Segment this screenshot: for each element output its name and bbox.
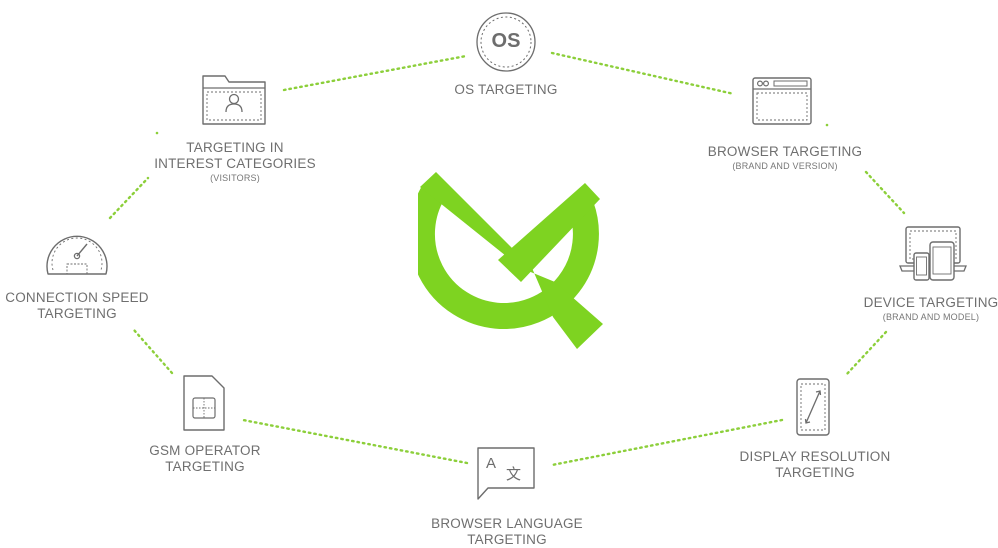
device-targeting-label: DEVICE TARGETING (BRAND AND MODEL) [863,295,998,322]
os-targeting-label: OS TARGETING [454,82,558,97]
gsm-operator-targeting-label: GSM OPERATOR TARGETING [149,443,261,474]
display-resolution-icon [795,378,831,443]
browser-window-icon [752,77,814,132]
sim-card-icon [182,374,226,437]
os-icon-text: OS [491,30,521,52]
green-q-check-logo [418,172,603,349]
translate-icon: A 文 [476,446,536,502]
connector-dot [155,131,159,135]
devices-icon [898,226,968,287]
connector-interest-os [282,54,468,92]
connector-dot [825,123,829,127]
connector-speed-interest [108,176,150,220]
connector-language-gsm [241,418,469,465]
display-resolution-targeting-label: DISPLAY RESOLUTION TARGETING [739,449,891,480]
speedometer-icon [45,222,109,283]
connector-display-language [550,418,784,467]
translate-letter-a: A [486,455,497,472]
connector-browser-device [864,170,906,215]
translate-letter-zh: 文 [506,466,522,483]
user-folder-icon [201,72,267,131]
browser-language-targeting-label: BROWSER LANGUAGE TARGETING [431,516,583,547]
connector-os-browser [550,51,736,96]
connection-speed-targeting-label: CONNECTION SPEED TARGETING [5,290,149,321]
browser-targeting-label: BROWSER TARGETING (BRAND AND VERSION) [707,144,863,171]
connector-gsm-speed [132,328,174,375]
interest-categories-targeting-label: TARGETING IN INTEREST CATEGORIES (VISITO… [154,140,316,183]
connector-device-display [844,330,888,377]
os-circle-icon: OS [475,11,537,73]
